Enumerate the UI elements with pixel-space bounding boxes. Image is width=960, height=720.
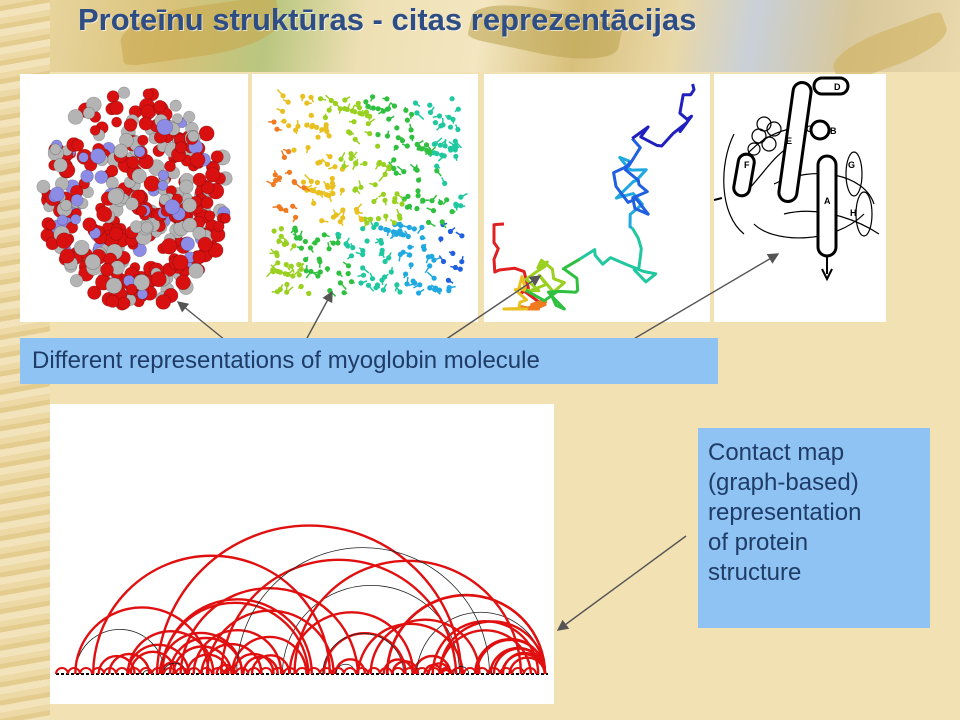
arrow-to-backbone-trace <box>444 275 542 341</box>
helix-label: E <box>786 136 792 146</box>
backbone-trace-panel <box>484 74 710 322</box>
contact-map-arc-diagram <box>55 524 548 675</box>
helix-label: A <box>824 196 831 206</box>
slide-title: Proteīnu struktūras - citas reprezentāci… <box>78 2 697 37</box>
helix-label: H <box>850 208 857 218</box>
contact-map-line: Contact map <box>708 439 845 466</box>
arrow-to-helix-cartoon <box>631 253 780 341</box>
contact-map-description: Contact map (graph-based) representation… <box>698 428 930 628</box>
arrow-to-ball-and-stick <box>305 290 333 341</box>
contact-map-panel <box>50 404 554 704</box>
contact-map-line: (graph-based) <box>708 469 859 496</box>
helix-label: B <box>830 126 837 136</box>
ball-and-stick-model-image <box>266 88 468 297</box>
helix-cartoon-diagram: D E C B F G A H <box>714 76 880 282</box>
helix-label: F <box>744 160 750 170</box>
helix-label: D <box>834 82 841 92</box>
helix-label: C <box>806 124 813 134</box>
arrow-to-space-filling <box>176 301 226 341</box>
space-filling-panel <box>20 74 248 322</box>
helix-cartoon-panel: D E C B F G A H <box>714 74 886 322</box>
representations-caption: Different representations of myoglobin m… <box>20 338 718 384</box>
contact-map-line: representation <box>708 499 862 526</box>
arrow-to-contact-map <box>556 535 687 631</box>
helix-label: G <box>848 160 855 170</box>
space-filling-model-image <box>36 86 233 311</box>
ball-and-stick-panel <box>252 74 478 322</box>
contact-map-line: of protein <box>708 529 809 556</box>
contact-map-line: structure <box>708 559 802 586</box>
